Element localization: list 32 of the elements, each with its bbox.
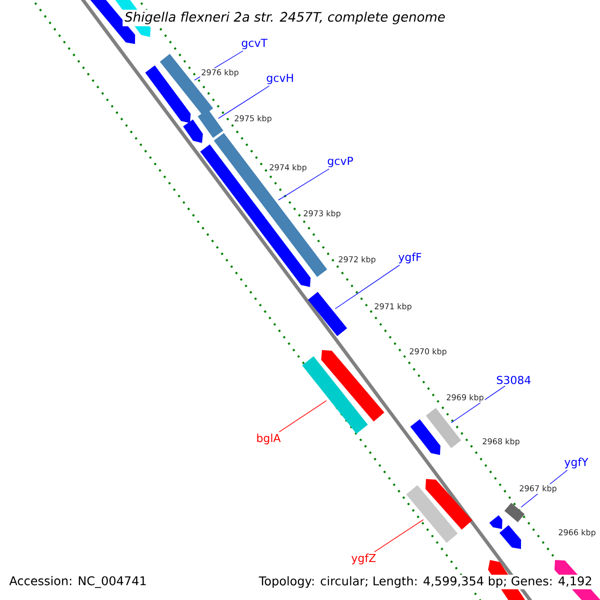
leader-line <box>334 264 400 310</box>
accession-label: Accession: NC_004741 <box>9 576 146 588</box>
gene-label: ygfZ <box>352 554 376 564</box>
leader-line <box>278 400 327 432</box>
gene-label: gcvT <box>242 38 268 50</box>
leader-line <box>278 168 330 200</box>
tick-label: 2968 kbp <box>481 437 521 447</box>
leader-line <box>218 86 270 119</box>
tick-label: 2974 kbp <box>268 163 308 173</box>
tick-label: 2966 kbp <box>557 528 597 538</box>
leader-line <box>450 386 506 424</box>
gene-label: gcvH <box>266 74 293 84</box>
title: Shigella flexneri 2a str. 2457T, complete genome <box>122 10 448 26</box>
leader-line <box>374 519 424 552</box>
gene-bar <box>504 502 525 522</box>
tick-label: 2975 kbp <box>233 114 273 124</box>
gene-label: ygfF <box>398 252 422 264</box>
tick-label: 2976 kbp <box>200 68 240 78</box>
gene-label: S3084 <box>496 376 531 384</box>
tick-label: 2969 kbp <box>445 393 485 403</box>
tick-label: 2972 kbp <box>337 255 377 265</box>
gene-bar <box>302 356 368 434</box>
tick-label: 2971 kbp <box>373 302 413 312</box>
gene-label: ygfY <box>564 458 588 468</box>
genome-info-label: Topology: circular; Length: 4,599,354 bp; Genes: 4,192 <box>257 574 594 590</box>
gene-bar <box>198 109 224 138</box>
gene-label: bglA <box>257 434 281 444</box>
tick-label: 2967 kbp <box>518 484 558 494</box>
gene-label: gcvP <box>328 156 353 168</box>
gene-bar <box>406 485 458 543</box>
tick-label: 2973 kbp <box>302 209 342 219</box>
tick-label: 2970 kbp <box>408 347 448 357</box>
